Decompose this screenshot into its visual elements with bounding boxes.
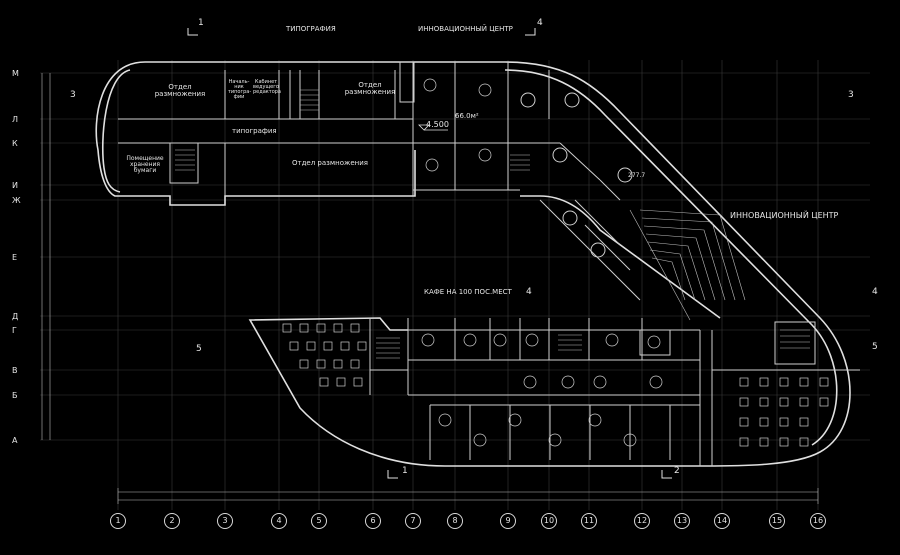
room-paper-storage: Помещение хранения бумаги (126, 155, 164, 174)
title-innovation: ИННОВАЦИОННЫЙ ЦЕНТР (418, 25, 513, 33)
axis-l: Л (12, 115, 19, 124)
walls-top-block (118, 61, 560, 196)
room-dept2: Отдел размножения (344, 81, 396, 96)
axis-7: 7 (405, 513, 421, 529)
axis-5: 5 (311, 513, 327, 529)
title-typography: ТИПОГРАФИЯ (286, 25, 336, 33)
walls-diagonal-wing (520, 92, 641, 301)
cut-3-left: 3 (70, 90, 76, 100)
axis-10: 10 (541, 513, 557, 529)
cut-1-bottom: 1 (402, 466, 408, 476)
axis-1: 1 (110, 513, 126, 529)
axis-14: 14 (714, 513, 730, 529)
section-cut-lines (187, 28, 672, 479)
cafe-label: КАФЕ НА 100 ПОС.МЕСТ (424, 288, 512, 296)
cut-4-mid: 4 (526, 287, 532, 297)
dimension-line (117, 488, 819, 504)
level-value: 4.500 (426, 120, 449, 129)
auditorium-seating (629, 209, 746, 321)
cut-2-bottom: 2 (674, 466, 680, 476)
axis-a: А (12, 436, 18, 445)
axis-4: 4 (271, 513, 287, 529)
room-tags (421, 78, 663, 447)
cut-5-right: 5 (872, 342, 878, 352)
axis-15: 15 (769, 513, 785, 529)
axis-d: Д (12, 312, 19, 321)
building-outline (95, 61, 851, 467)
area-hall: 66.0м² (455, 112, 479, 120)
axis-11: 11 (581, 513, 597, 529)
axis-k: К (12, 139, 18, 148)
axis-m: М (12, 69, 19, 78)
area-right: 277.7 (628, 172, 646, 179)
axis-3: 3 (217, 513, 233, 529)
axis-9: 9 (500, 513, 516, 529)
cafe-tables-right (739, 377, 829, 447)
stairs-top (175, 89, 530, 171)
innovation-center-label: ИННОВАЦИОННЫЙ ЦЕНТР (730, 211, 839, 220)
cut-4-top: 4 (537, 18, 543, 28)
axis-13: 13 (674, 513, 690, 529)
axis-e: Е (12, 253, 18, 262)
axis-v: В (12, 366, 18, 375)
walls-lower-block (369, 318, 860, 466)
axis-16: 16 (810, 513, 826, 529)
room-head: Началь-ник типогра-фии (228, 79, 252, 100)
stairs-bottom (376, 329, 810, 359)
cafe-tables-left (282, 323, 367, 387)
axis-6: 6 (365, 513, 381, 529)
dimension-line-left (41, 73, 51, 440)
axis-12: 12 (634, 513, 650, 529)
axis-zh: Ж (12, 196, 21, 205)
cut-4-right: 4 (872, 287, 878, 297)
axis-2: 2 (164, 513, 180, 529)
cut-5-left: 5 (196, 344, 202, 354)
room-dept-main: Отдел размножения (292, 159, 368, 167)
axis-i: И (12, 181, 18, 190)
room-dept1: Отдел размножения (154, 83, 206, 98)
room-editor: Кабинет ведущего редактора (253, 79, 282, 95)
axis-b: Б (12, 391, 18, 400)
axis-8: 8 (447, 513, 463, 529)
room-typography: типография (232, 127, 277, 135)
cut-1-top: 1 (198, 18, 204, 28)
cut-3-right: 3 (848, 90, 854, 100)
axis-g: Г (12, 326, 17, 335)
level-marker (418, 124, 448, 131)
